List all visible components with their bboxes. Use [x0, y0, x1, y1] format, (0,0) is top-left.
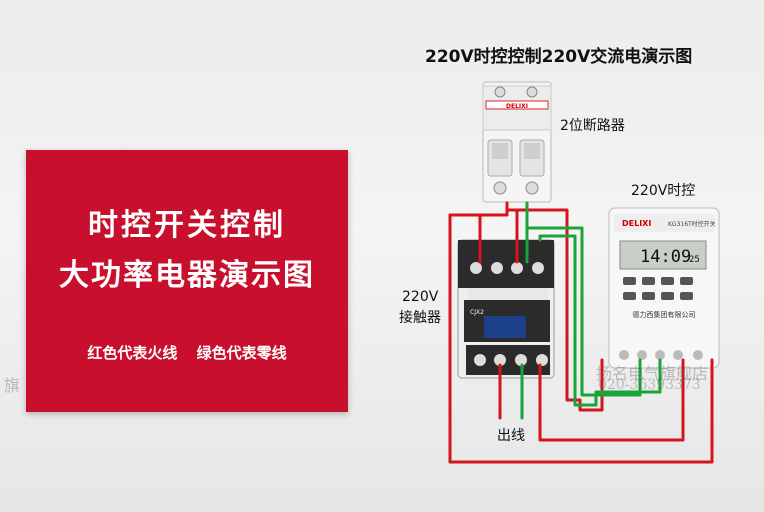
intro-panel: 时控开关控制 大功率电器演示图 红色代表火线 绿色代表零线: [26, 150, 348, 412]
timer-label: 220V时控: [631, 183, 696, 199]
contactor-brand: CJX2: [470, 309, 484, 316]
neutral-wire-breaker: [525, 201, 642, 397]
timer-brand: DELIXI: [622, 219, 651, 228]
panel-title-line1: 时控开关控制: [88, 208, 286, 243]
breaker-label: 2位断路器: [560, 118, 625, 134]
neutral-wire-coil: [538, 234, 662, 407]
watermark-phone: 020-36393373: [598, 377, 701, 393]
timer-device: DELIXI KG316T时控开关 14:09 25 德力西集团有限公司: [608, 207, 720, 369]
panel-title-line2: 大功率电器演示图: [59, 258, 315, 293]
timer-maker: 德力西集团有限公司: [633, 310, 696, 319]
contactor-label-name: 接触器: [399, 310, 441, 326]
timer-display-sec: 25: [689, 255, 700, 265]
breaker-brand: DELIXI: [506, 103, 528, 110]
contactor-label-voltage: 220V: [402, 289, 439, 305]
live-wire-loop: [448, 213, 714, 464]
watermark-left: 旗: [4, 376, 21, 395]
wire-color-legend: 红色代表火线 绿色代表零线: [87, 344, 287, 362]
watermark-shop: 扬名电气旗舰店: [596, 364, 709, 383]
live-wire-timer-out: [538, 358, 685, 442]
timer-model: KG316T时控开关: [668, 220, 716, 228]
diagram-title: 220V时控控制220V交流电演示图: [425, 47, 693, 67]
output-label: 出线: [497, 428, 525, 444]
timer-display-time: 14:09: [640, 247, 691, 267]
breaker-device: DELIXI: [482, 81, 552, 203]
contactor-device: CJX2: [457, 239, 555, 379]
